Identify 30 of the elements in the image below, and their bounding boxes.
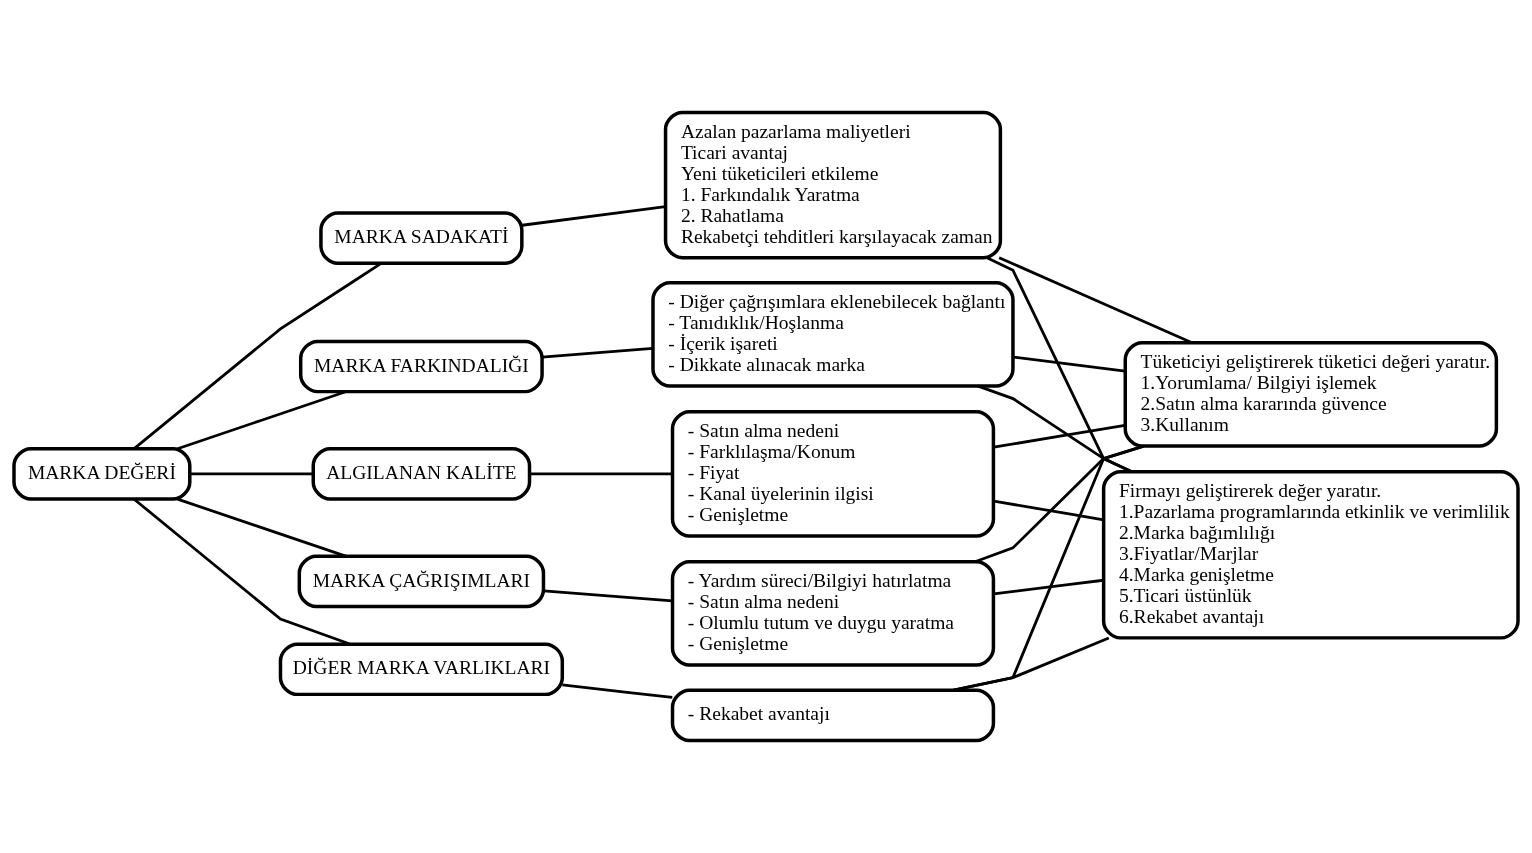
connector: [543, 589, 673, 603]
connector: [133, 262, 382, 450]
node-box: MARKA SADAKATİ: [319, 211, 524, 265]
node-box: - Satın alma nedeni - Farklılaşma/Konum - Fiyat - Kanal üyelerinin ilgisi - Genişletme: [670, 410, 996, 538]
node-box: - Diğer çağrışımlara eklenebilecek bağlantı - Tanıdıklık/Hoşlanma - İçerik işareti - Dikkate alınacak marka: [651, 281, 1015, 388]
connector: [993, 423, 1126, 449]
node-box: Tüketiciyi geliştirerek tüketici değeri yaratır. 1.Yorumlama/ Bilgiyi işlemek 2.Satın alma kararında güvence 3.Kullanım: [1123, 341, 1499, 448]
node-box: - Rekabet avantajı: [670, 688, 996, 743]
node-box: DİĞER MARKA VARLIKLARI: [278, 642, 565, 697]
connector: [1013, 355, 1126, 373]
connector: [522, 205, 666, 227]
node-box: Firmayı geliştirerek değer yaratır. 1.Pazarlama programlarında etkinlik ve verimlilik 2.Marka bağımlılığı 3.Fiyatlar/Marjlar 4.Marka genişletme 5.Ticari üstünlük 6.Rekabet avantajı: [1101, 470, 1520, 640]
node-box: MARKA DEĞERİ: [12, 447, 192, 501]
connector: [953, 444, 1145, 692]
node-box: MARKA ÇAĞRIŞIMLARI: [297, 554, 546, 609]
node-box: ALGILANAN KALİTE: [311, 447, 532, 501]
connector: [953, 636, 1110, 692]
connector: [133, 498, 351, 646]
node-box: Azalan pazarlama maliyetleri Ticari avantaj Yeni tüketicileri etkileme 1. Farkındalık Yaratma 2. Rahatlama Rekabetçi tehditleri karşılayacak zaman: [663, 110, 1003, 260]
connector: [998, 256, 1193, 344]
connector: [542, 347, 653, 359]
connector: [993, 578, 1104, 596]
node-box: - Yardım süreci/Bilgiyi hatırlatma - Satın alma nedeni - Olumlu tutum ve duygu yaratma - Genişletme: [670, 560, 996, 667]
node-box: MARKA FARKINDALIĞI: [298, 339, 544, 394]
connector: [562, 683, 673, 699]
connector: [189, 472, 314, 476]
connector: [177, 390, 347, 451]
connector: [177, 497, 347, 558]
connector: [529, 472, 673, 476]
connector: [993, 499, 1104, 522]
